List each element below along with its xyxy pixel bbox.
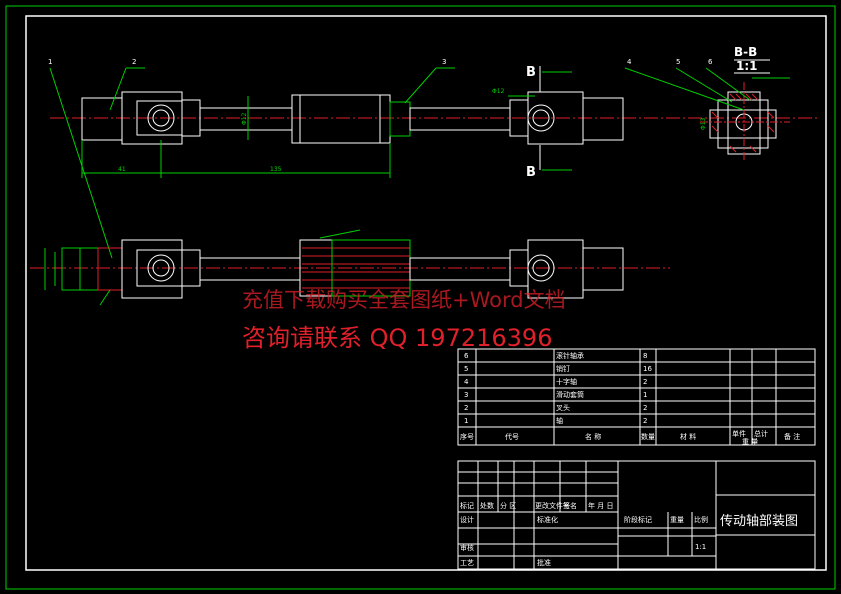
balloon-5: 5: [676, 58, 680, 66]
bom-row-5-no: 5: [464, 365, 468, 373]
bom-row-3-no: 3: [464, 391, 468, 399]
section-scale: 1:1: [736, 59, 758, 73]
bom-header-code: 代号: [505, 432, 519, 441]
tb-weight: 重量: [670, 516, 684, 524]
tb-process: 工艺: [460, 559, 474, 567]
tb-design: 设计: [460, 515, 474, 524]
bom-header-total: 总计: [754, 429, 768, 438]
inner-frame: [25, 15, 827, 571]
tb-mark: 标记: [460, 501, 474, 510]
dim-mid-length: 135: [270, 166, 282, 173]
section-label: B-B: [734, 45, 757, 59]
bom-row-2-qty: 2: [643, 404, 647, 412]
bom-row-4-no: 4: [464, 378, 469, 386]
watermark-line-2: 咨询请联系 QQ 197216396: [242, 324, 553, 352]
bom-row-2-name: 叉头: [556, 403, 570, 412]
bom-header-no: 序号: [460, 432, 474, 441]
tb-zone: 分 区: [500, 501, 516, 510]
bom-row-5-name: 销钉: [556, 364, 570, 373]
sleeve-top: [291, 94, 391, 144]
dim-section-dia: Φ13: [700, 117, 707, 130]
tb-date: 年 月 日: [588, 501, 613, 510]
bom-row-6-no: 6: [464, 352, 469, 360]
dim-left-length: 41: [118, 166, 126, 173]
dim-diameter: Φ12: [241, 112, 248, 125]
bom-row-6-name: 滚针轴承: [556, 351, 584, 360]
bom-row-1-no: 1: [464, 417, 468, 425]
cut-mark-bottom: B: [526, 165, 536, 180]
tb-standard: 标准化: [537, 515, 558, 524]
tb-change-doc: 更改文件号: [535, 501, 570, 510]
bom-row-2-no: 2: [464, 404, 468, 412]
bom-row-4-name: 十字轴: [556, 377, 577, 386]
bom-header-name: 名 称: [585, 432, 601, 441]
bom-row-6-qty: 8: [643, 352, 647, 360]
balloon-4: 4: [627, 58, 632, 66]
tb-approve: 批准: [537, 558, 551, 567]
outer-frame: [5, 5, 836, 590]
cross-pin-right: [527, 104, 555, 132]
bom-row-4-qty: 2: [643, 378, 647, 386]
bom-row-1-qty: 2: [643, 417, 647, 425]
shaft-left-end: [81, 97, 123, 141]
shaft-right: [409, 107, 511, 131]
bom-table: [457, 348, 816, 446]
tb-scale-value: 1:1: [695, 543, 706, 551]
balloon-6: 6: [708, 58, 713, 66]
tb-review: 审核: [460, 543, 474, 552]
watermark-line-1: 充值下载购买全套图纸+Word文档: [242, 288, 566, 312]
section-view: [717, 99, 769, 149]
tb-signature: 签名: [563, 501, 577, 510]
balloon-1: 1: [48, 58, 52, 66]
drawing-title: 传动轴部装图: [720, 514, 799, 529]
tb-count: 处数: [480, 501, 494, 510]
bom-header-qty: 数量: [641, 432, 655, 441]
balloon-2: 2: [132, 58, 136, 66]
bom-row-5-qty: 16: [643, 365, 652, 373]
title-block: [457, 460, 816, 570]
bom-row-3-qty: 1: [643, 391, 647, 399]
tb-scale: 比例: [694, 515, 708, 524]
cut-mark-top: B: [526, 65, 536, 80]
spline-top: [389, 101, 411, 137]
bom-header-unit: 单件: [732, 429, 746, 438]
shaft-left-end-section: [61, 247, 123, 291]
bom-header-material: 材 料: [680, 432, 696, 441]
dim-diameter-2: Φ12: [492, 88, 505, 95]
cross-pin-left: [147, 104, 175, 132]
balloon-3: 3: [442, 58, 446, 66]
bom-row-1-name: 轴: [556, 416, 563, 425]
bom-row-3-name: 滑动套筒: [556, 390, 584, 399]
bom-header-weight: 重 量: [742, 438, 758, 446]
shaft-right-end: [582, 97, 624, 141]
tb-stage: 阶段标记: [624, 515, 652, 524]
bom-header-remark: 备 注: [784, 432, 800, 441]
